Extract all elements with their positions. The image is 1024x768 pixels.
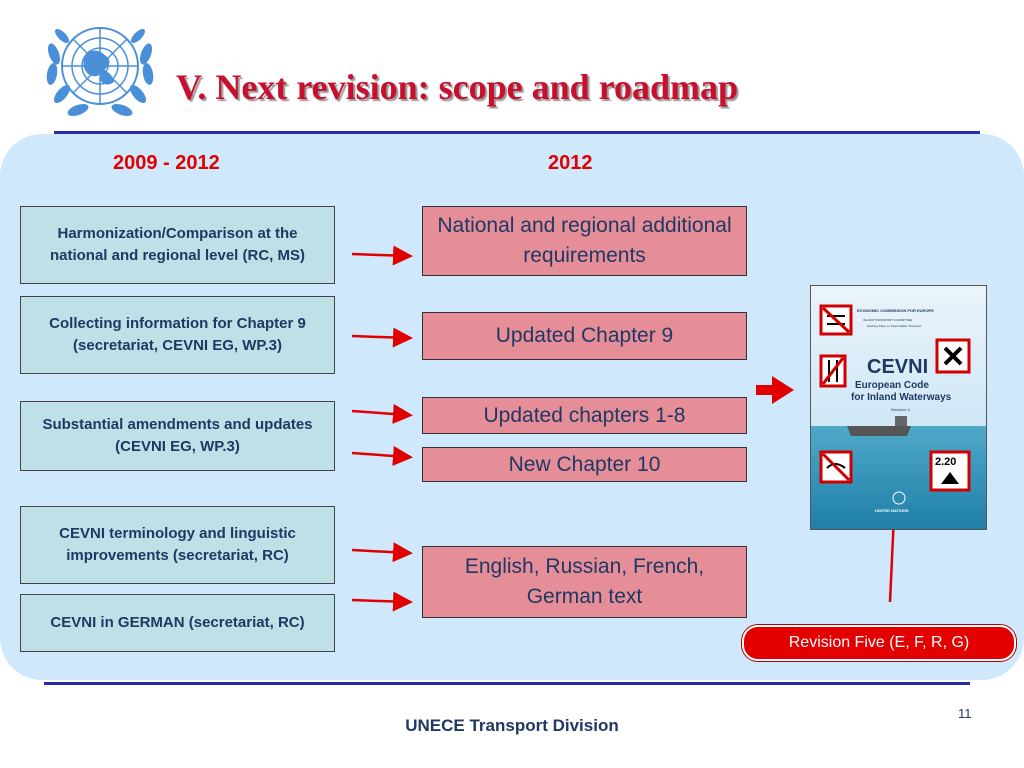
book-committee: INLAND TRANSPORT COMMITTEE (863, 318, 913, 322)
book-publisher: UNITED NATIONS (875, 508, 909, 513)
right-box-languages: English, Russian, French, German text (422, 546, 747, 618)
cevni-book-illustration (811, 286, 986, 529)
revision-five-badge: Revision Five (E, F, R, G) (742, 625, 1016, 661)
footer-text: UNECE Transport Division (405, 716, 619, 735)
arrow-right-icon (351, 445, 413, 466)
arrow-right-icon (351, 245, 413, 266)
right-box-national-requirements: National and regional additional require… (422, 206, 747, 276)
thick-arrow-right-icon (756, 376, 794, 404)
right-box-chapters-1-8: Updated chapters 1-8 (422, 397, 747, 434)
book-working-party: Working Party on Inland Water Transport (867, 324, 922, 328)
arrow-right-icon (351, 591, 413, 612)
book-revision: Revision 4 (891, 407, 910, 412)
arrow-right-icon (351, 327, 413, 348)
left-box-collecting-info: Collecting information for Chapter 9 (se… (20, 296, 335, 374)
book-commission: ECONOMIC COMMISSION FOR EUROPE (857, 308, 934, 313)
right-box-chapter-9: Updated Chapter 9 (422, 312, 747, 360)
book-sign-value: 2.20 (935, 456, 957, 468)
slide-title: V. Next revision: scope and roadmap (176, 67, 739, 107)
left-box-german: CEVNI in GERMAN (secretariat, RC) (20, 594, 335, 652)
left-box-amendments: Substantial amendments and updates (CEVN… (20, 401, 335, 471)
book-subtitle-2: for Inland Waterways (851, 392, 952, 403)
right-box-chapter-10: New Chapter 10 (422, 447, 747, 482)
book-subtitle-1: European Code (855, 380, 929, 391)
left-box-terminology: CEVNI terminology and linguistic improve… (20, 506, 335, 584)
page-number: 11 (958, 706, 972, 721)
left-box-harmonization: Harmonization/Comparison at the national… (20, 206, 335, 284)
bottom-divider (44, 682, 970, 685)
right-column-heading: 2012 (548, 152, 593, 174)
left-column-heading: 2009 - 2012 (113, 152, 220, 174)
book-title: CEVNI (867, 356, 929, 378)
un-emblem-icon (46, 27, 154, 117)
cevni-book-cover: ECONOMIC COMMISSION FOR EUROPE INLAND TR… (810, 285, 987, 530)
top-divider (54, 131, 980, 134)
arrow-right-icon (351, 542, 413, 563)
arrow-right-icon (351, 403, 413, 424)
